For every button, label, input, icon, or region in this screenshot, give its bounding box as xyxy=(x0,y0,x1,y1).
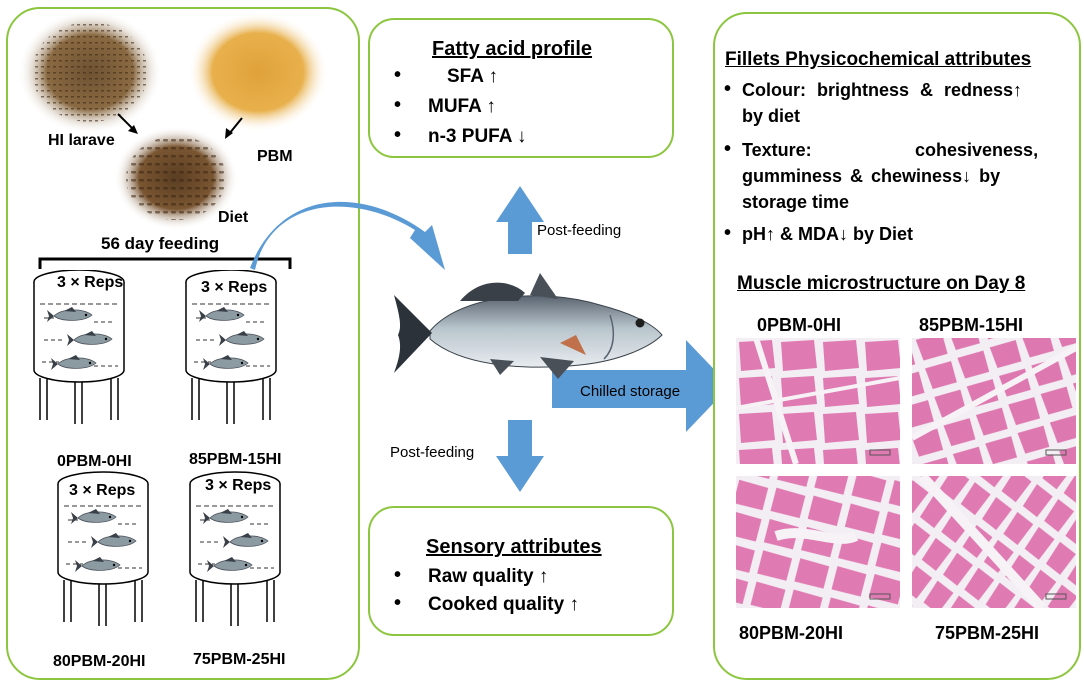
chilled-storage-label: Chilled storage xyxy=(580,383,681,400)
attr-colour-line1: Colour: brightness & redness↑ xyxy=(742,80,1023,100)
sensory-box xyxy=(368,506,674,636)
fatty-acid-item-mufa: MUFA ↑ xyxy=(428,96,496,117)
center-arrows xyxy=(250,186,730,492)
sensory-item-cooked: Cooked quality ↑ xyxy=(428,594,579,615)
group-label-75pbm-25hi: 75PBM-25HI xyxy=(193,651,286,668)
pbm-label: PBM xyxy=(257,148,293,165)
post-feeding-down-label: Post-feeding xyxy=(390,444,475,461)
bullet: • xyxy=(394,124,402,146)
down-arrow xyxy=(496,420,544,492)
sensory-title: Sensory attributes xyxy=(426,536,602,558)
micrograph-85pbm-15hi xyxy=(912,338,1076,464)
micro-label-0pbm-0hi: 0PBM-0HI xyxy=(757,315,842,335)
micro-label-85pbm-15hi: 85PBM-15HI xyxy=(919,315,1024,335)
ingredient-images xyxy=(18,10,328,230)
bullet: • xyxy=(724,222,732,244)
sensory-item-raw: Raw quality ↑ xyxy=(428,566,549,587)
tank1-reps: 3 × Reps xyxy=(57,274,124,291)
attr-texture-word: Texture: xyxy=(742,140,812,160)
fatty-acid-box xyxy=(368,18,674,158)
group-label-0pbm-0hi: 0PBM-0HI xyxy=(57,453,132,470)
bullet: • xyxy=(394,64,402,86)
attr-ph-mda: pH↑ & MDA↓ by Diet xyxy=(742,224,913,244)
attr-texture-line3: storage time xyxy=(742,192,850,212)
tank4-reps: 3 × Reps xyxy=(205,477,272,494)
micro-label-75pbm-25hi: 75PBM-25HI xyxy=(935,623,1040,643)
diet-image xyxy=(114,126,238,230)
microstructure-title: Muscle microstructure on Day 8 xyxy=(737,273,1026,294)
attr-texture-cohesiveness: cohesiveness, xyxy=(915,140,1039,160)
attr-colour-line2: by diet xyxy=(742,106,801,126)
micrograph-75pbm-25hi xyxy=(912,476,1076,608)
hi-larvae-label: HI larave xyxy=(48,132,115,149)
pbm-image xyxy=(188,12,328,132)
fatty-acid-title: Fatty acid profile xyxy=(432,38,593,60)
bullet: • xyxy=(724,78,732,100)
tank2-reps: 3 × Reps xyxy=(201,279,268,296)
physicochemical-title: Fillets Physicochemical attributes xyxy=(725,49,1032,70)
feeding-bracket xyxy=(38,257,292,269)
right-arrow xyxy=(552,340,730,432)
fatty-acid-item-pufa: n-3 PUFA ↓ xyxy=(428,126,527,147)
up-arrow xyxy=(496,186,544,254)
post-feeding-up-label: Post-feeding xyxy=(537,222,622,239)
tank3-reps: 3 × Reps xyxy=(69,482,136,499)
group-label-80pbm-20hi: 80PBM-20HI xyxy=(53,653,146,670)
curved-feed-arrow xyxy=(250,201,445,270)
tank-0pbm-0hi xyxy=(34,270,124,424)
bullet: • xyxy=(394,592,402,614)
hi-larvae-image xyxy=(18,10,162,134)
diet-label: Diet xyxy=(218,209,249,226)
bullet: • xyxy=(394,94,402,116)
attr-texture-line2: gumminess & chewiness↓ by xyxy=(742,166,1001,186)
micrograph-0pbm-0hi xyxy=(736,338,900,464)
group-label-85pbm-15hi: 85PBM-15HI xyxy=(189,451,282,468)
micrograph-80pbm-20hi xyxy=(736,476,900,608)
bullet: • xyxy=(724,138,732,160)
barramundi-fish-image xyxy=(394,273,663,379)
micro-label-80pbm-20hi: 80PBM-20HI xyxy=(739,623,844,643)
fatty-acid-item-sfa: SFA ↑ xyxy=(447,66,499,87)
bullet: • xyxy=(394,564,402,586)
feeding-label: 56 day feeding xyxy=(101,234,220,253)
